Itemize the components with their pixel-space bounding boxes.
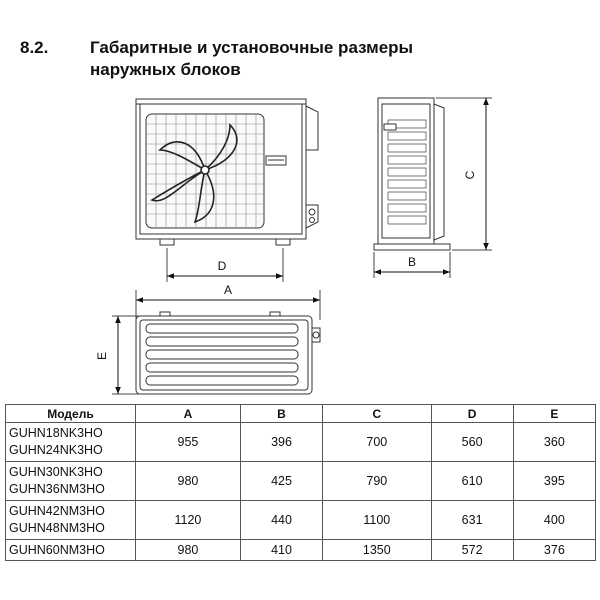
value-d: 631 <box>430 500 514 540</box>
header-e: E <box>512 404 597 423</box>
value-c: 1100 <box>322 500 432 540</box>
value-e: 395 <box>512 461 597 501</box>
model-name: GUHN18NK3HO <box>9 426 103 440</box>
model-name: GUHN48NM3HO <box>9 521 105 535</box>
value-b: 396 <box>239 422 324 462</box>
dimension-label-c: C <box>463 170 477 179</box>
model-cell: GUHN18NK3HO GUHN24NK3HO <box>5 422 136 462</box>
value-c: 790 <box>322 461 432 501</box>
table-header-row: Модель A B C D E <box>5 404 597 423</box>
model-name: GUHN42NM3HO <box>9 504 105 518</box>
dimension-label-b: B <box>408 255 416 269</box>
value-a: 980 <box>135 539 241 561</box>
dimensions-table: Модель A B C D E GUHN18NK3HO GUHN24NK3HO… <box>5 404 597 561</box>
dimension-label-d: D <box>218 259 227 273</box>
model-name: GUHN36NM3HO <box>9 482 105 496</box>
value-b: 410 <box>239 539 324 561</box>
header-a: A <box>135 404 241 423</box>
front-view-drawing <box>135 98 319 282</box>
header-b: B <box>239 404 324 423</box>
table-row: GUHN30NK3HO GUHN36NM3HO 980 425 790 610 … <box>5 461 597 501</box>
header-c: C <box>322 404 432 423</box>
value-e: 400 <box>512 500 597 540</box>
model-cell: GUHN42NM3HO GUHN48NM3HO <box>5 500 136 540</box>
table-row: GUHN60NM3HO 980 410 1350 572 376 <box>5 539 597 561</box>
section-number: 8.2. <box>20 38 49 57</box>
dimension-drawings: D B C <box>95 97 492 395</box>
value-c: 700 <box>322 422 432 462</box>
value-c: 1350 <box>322 539 432 561</box>
model-cell: GUHN60NM3HO <box>5 539 136 561</box>
side-view-drawing <box>373 97 492 278</box>
value-d: 572 <box>430 539 514 561</box>
value-a: 1120 <box>135 500 241 540</box>
dimension-label-a: A <box>224 283 232 297</box>
value-d: 610 <box>430 461 514 501</box>
header-model: Модель <box>5 404 136 423</box>
section-title-line-1: Габаритные и установочные размеры <box>90 38 414 57</box>
model-name: GUHN30NK3HO <box>9 465 103 479</box>
value-e: 376 <box>512 539 597 561</box>
value-a: 980 <box>135 461 241 501</box>
value-e: 360 <box>512 422 597 462</box>
table-row: GUHN42NM3HO GUHN48NM3HO 1120 440 1100 63… <box>5 500 597 540</box>
section-title-line-2: наружных блоков <box>90 60 241 79</box>
table-row: GUHN18NK3HO GUHN24NK3HO 955 396 700 560 … <box>5 422 597 462</box>
value-a: 955 <box>135 422 241 462</box>
top-view-drawing <box>112 290 321 395</box>
model-name: GUHN60NM3HO <box>9 542 105 557</box>
header-d: D <box>430 404 514 423</box>
model-cell: GUHN30NK3HO GUHN36NM3HO <box>5 461 136 501</box>
value-b: 425 <box>239 461 324 501</box>
value-d: 560 <box>430 422 514 462</box>
model-name: GUHN24NK3HO <box>9 443 103 457</box>
value-b: 440 <box>239 500 324 540</box>
dimension-label-e: E <box>95 352 109 360</box>
